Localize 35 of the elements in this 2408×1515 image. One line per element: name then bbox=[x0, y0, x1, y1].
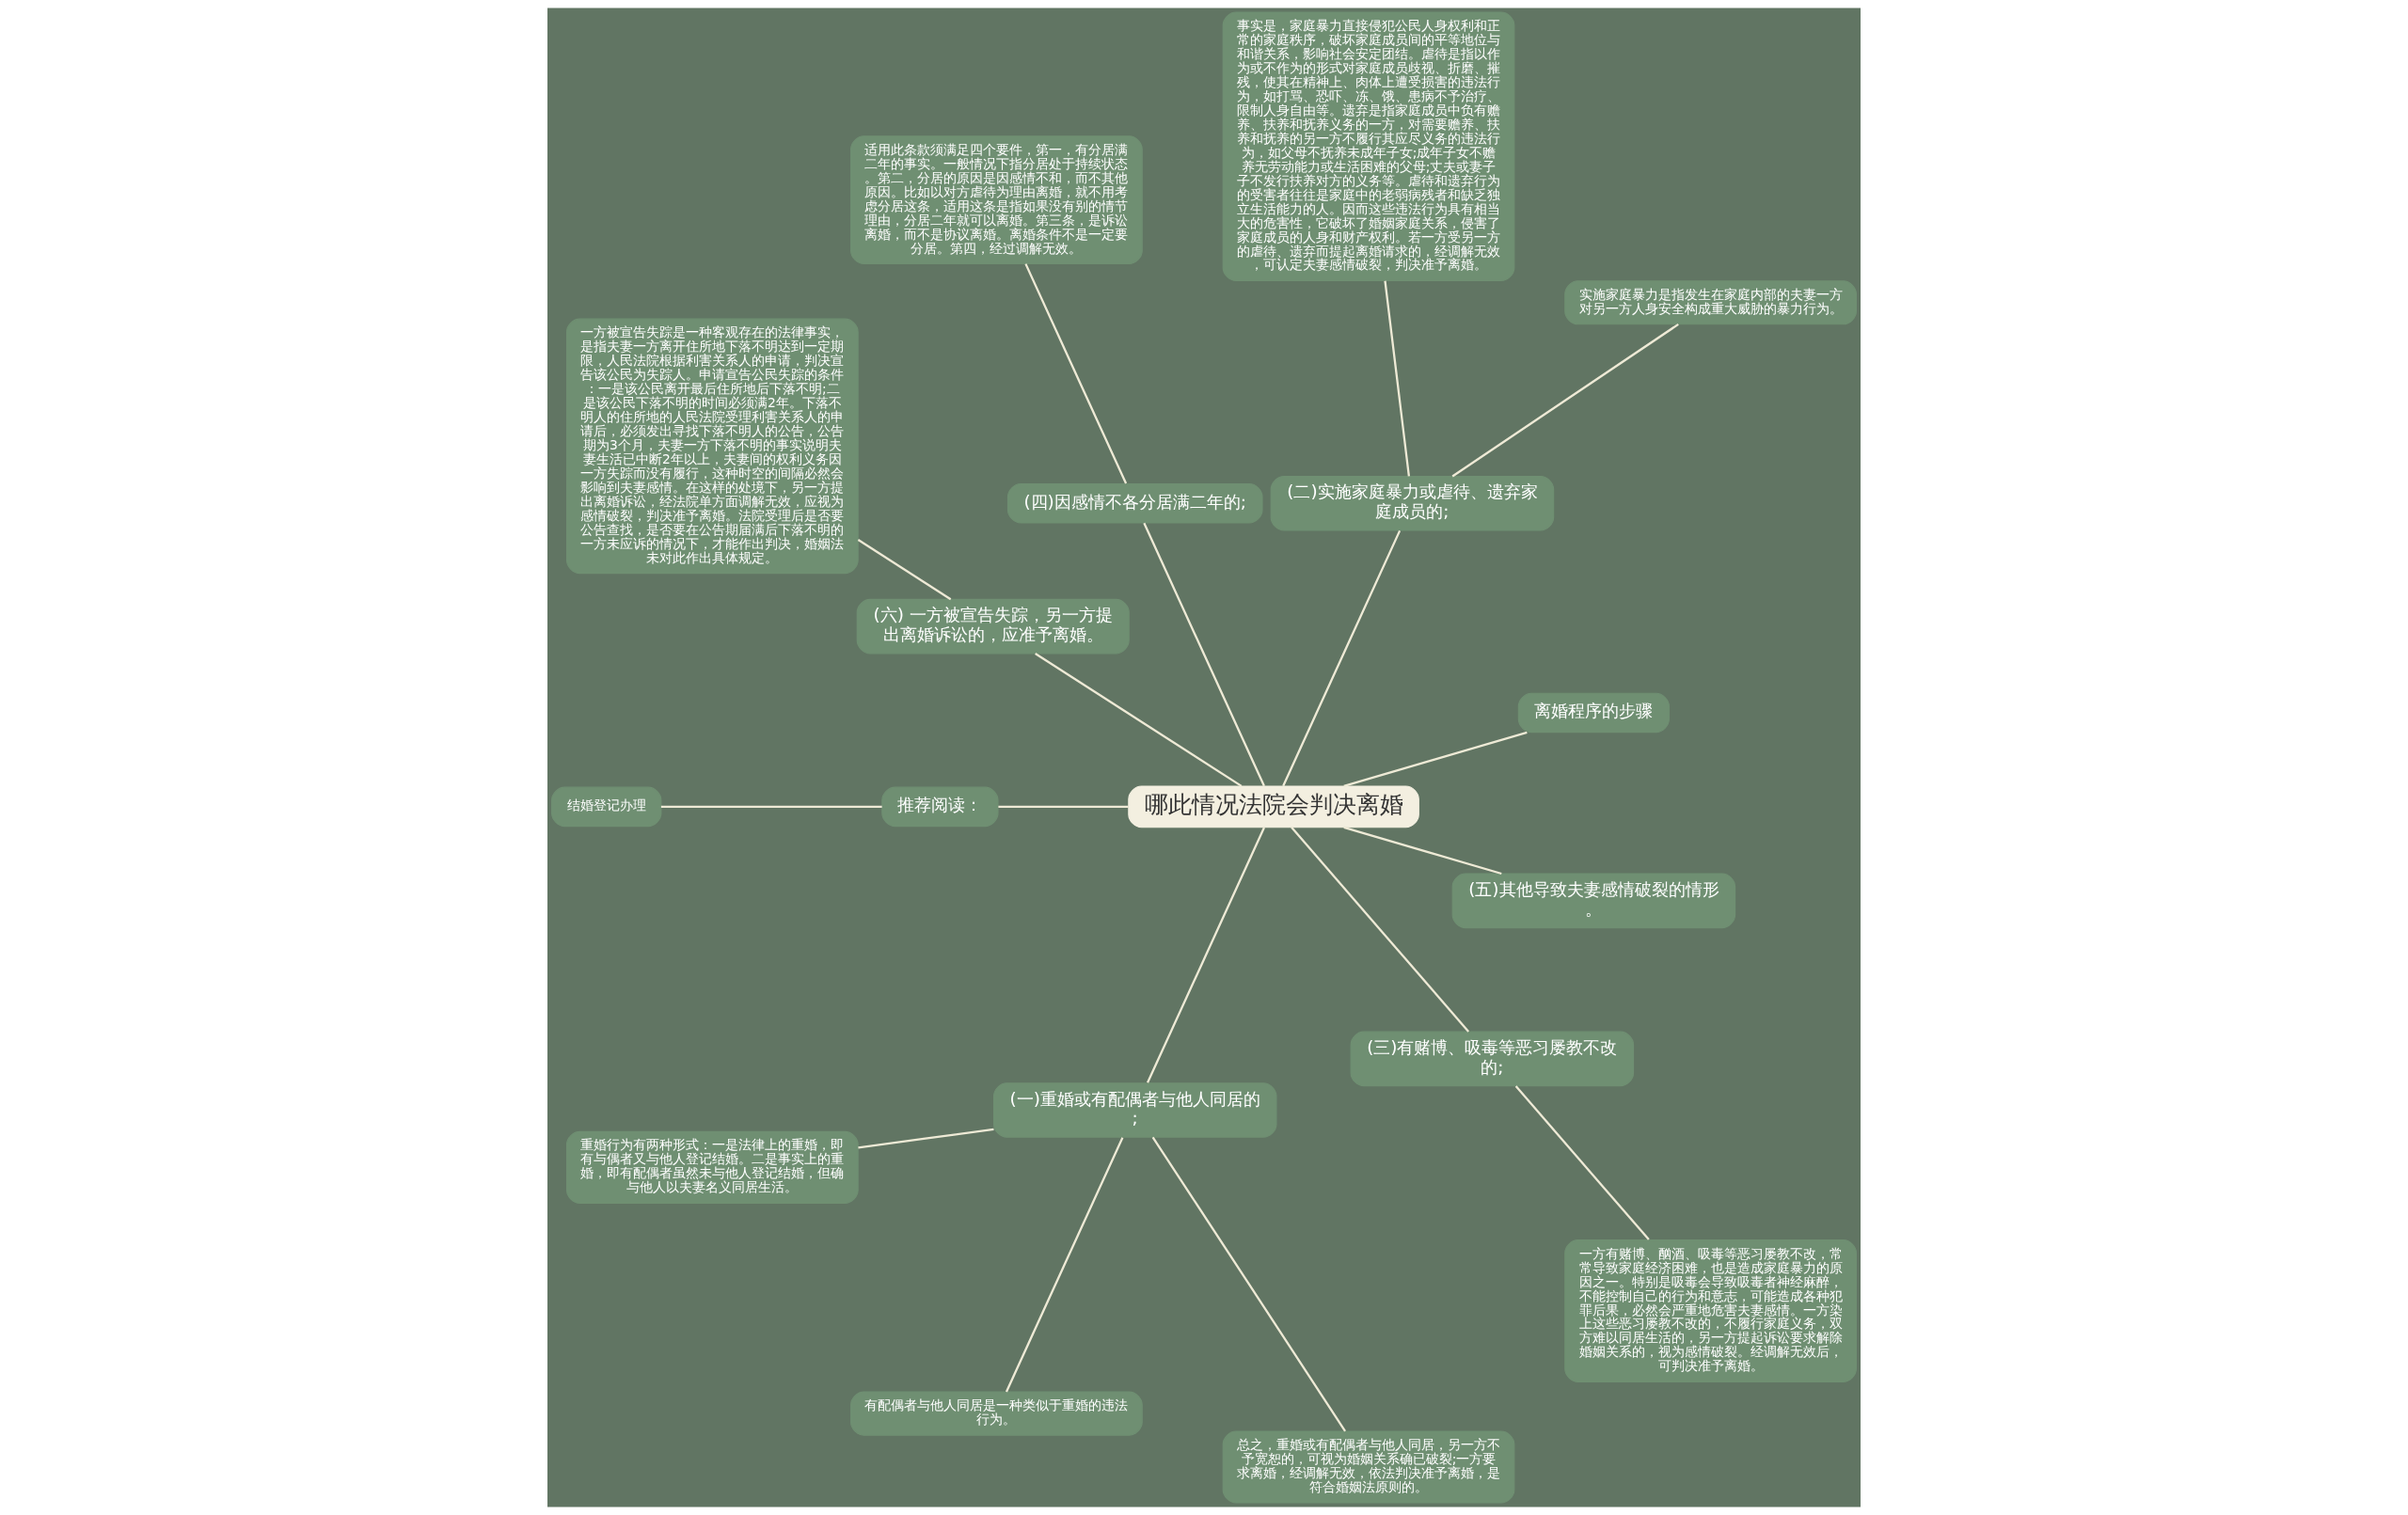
connector bbox=[1143, 522, 1265, 787]
connector bbox=[660, 805, 882, 808]
connector bbox=[858, 1128, 994, 1149]
connector bbox=[1282, 529, 1402, 787]
node-box: 一方被宣告失踪是一种客观存在的法律事实，是指夫妻一方离开住所地下落不明达到一定期限，人民法院根据利害关系人的申请，判决宣告该公民为失踪人。申请宣告公民失踪的条件：一是该公民离开最后住所地后下落不明;二是该公民下落不明的时间必须满2年。下落不明人的住所地的人民法院受理利害关系人的申请后，必须发出寻找下落不明人的公告，公告期为3个月，夫妻一方下落不明的事实说明夫妻生活已中断2年以上，夫妻间的权利义务因一方失踪而没有履行，这种时空的间隔必然会影响到夫妻感情。在这样的处境下，另一方提出离婚诉讼，经法院单方面调解无效，应视为感情破裂，判决准予离婚。法院受理后是否要公告查找，是否要在公告期届满后下落不明的一方未应诉的情况下，才能作出判决，婚姻法未对此作出具体规定。 bbox=[565, 318, 859, 575]
connector bbox=[1291, 827, 1470, 1033]
node-box: 总之，重婚或有配偶者与他人同居，另一方不予宽恕的，可视为婚姻关系确已破裂;一方要求离婚，经调解无效，依法判决准予离婚，是符合婚姻法原则的。 bbox=[1222, 1430, 1515, 1504]
connector bbox=[1451, 323, 1679, 478]
connector bbox=[1343, 731, 1528, 788]
node-box: 适用此条款须满足四个要件，第一，有分居满二年的事实。一般情况下指分居处于持续状态。第二，分居的原因是因感情不和，而不其他原因。比如以对方虐待为理由离婚，就不用考虑分居这条，适用这条是指如果没有别的情节理由，分居二年就可以离婚。第三条，是诉讼离婚，而不是协议离婚。离婚条件不是一定要分居。第四，经过调解无效。 bbox=[850, 135, 1143, 265]
connector bbox=[1035, 653, 1243, 787]
node-box: (一)重婚或有配偶者与他人同居的; bbox=[992, 1082, 1277, 1138]
connector bbox=[1147, 827, 1265, 1083]
node-box: (二)实施家庭暴力或虐待、遗弃家庭成员的; bbox=[1270, 475, 1555, 531]
node-box: 哪此情况法院会判决离婚 bbox=[1128, 785, 1419, 829]
connector bbox=[1343, 826, 1502, 876]
connector bbox=[1514, 1085, 1650, 1240]
connector bbox=[857, 539, 952, 601]
connector bbox=[1005, 1137, 1124, 1393]
connector bbox=[998, 805, 1129, 808]
node-box: 推荐阅读： bbox=[881, 786, 999, 828]
node-box: 重婚行为有两种形式：一是法律上的重婚，即有与偶者又与他人登记结婚。二是事实上的重婚，即有配偶者虽然未与他人登记结婚，但确与他人以夫妻名义同居生活。 bbox=[565, 1130, 859, 1204]
node-box: (五)其他导致夫妻感情破裂的情形。 bbox=[1451, 873, 1736, 929]
node-box: (三)有赌博、吸毒等恶习屡教不改的; bbox=[1350, 1031, 1635, 1087]
node-box: (四)因感情不各分居满二年的; bbox=[1006, 482, 1263, 524]
node-box: 事实是，家庭暴力直接侵犯公民人身权利和正常的家庭秩序，破坏家庭成员间的平等地位与和谐关系，影响社会安定团结。虐待是指以作为或不作为的形式对家庭成员歧视、折磨、摧残，使其在精神上、肉体上遭受损害的违法行为，如打骂、恐吓、冻、饿、患病不予治疗、限制人身自由等。遗弃是指家庭成员中负有赡养、扶养和抚养义务的一方，对需要赡养、扶养和抚养的另一方不履行其应尽义务的违法行为，如父母不抚养未成年子女;成年子女不赡养无劳动能力或生活困难的父母;丈夫或妻子子不发行扶养对方的义务等。虐待和遗弃行为的受害者往往是家庭中的老弱病残者和缺乏独立生活能力的人。因而这些违法行为具有相当大的危害性，它破坏了婚姻家庭关系，侵害了家庭成员的人身和财产权利。若一方受另一方的虐待、遗弃而提起离婚请求的，经调解无效，可认定夫妻感情破裂，判决准予离婚。 bbox=[1222, 11, 1515, 282]
node-box: 结婚登记办理 bbox=[551, 786, 662, 828]
node-box: 离婚程序的步骤 bbox=[1517, 692, 1670, 734]
node-box: 有配偶者与他人同居是一种类似于重婚的违法行为。 bbox=[850, 1391, 1143, 1436]
node-box: 一方有赌博、酗酒、吸毒等恶习屡教不改，常常导致家庭经济困难，也是造成家庭暴力的原因之一。特别是吸毒会导致吸毒者神经麻醉，不能控制自己的行为和意志，可能造成各种犯罪后果，必然会严重地危害夫妻感情。一方染上这些恶习屡教不改的，不履行家庭义务，双方难以同居生活的，另一方提起诉讼要求解除婚姻关系的，视为感情破裂。经调解无效后，可判决准予离婚。 bbox=[1564, 1239, 1857, 1382]
connector bbox=[1151, 1136, 1347, 1432]
node-box: (六) 一方被宣告失踪，另一方提出离婚诉讼的，应准予离婚。 bbox=[856, 598, 1130, 655]
connector bbox=[1384, 280, 1411, 477]
node-box: 实施家庭暴力是指发生在家庭内部的夫妻一方对另一方人身安全构成重大威胁的暴力行为。 bbox=[1564, 280, 1857, 325]
connector bbox=[1024, 263, 1128, 484]
